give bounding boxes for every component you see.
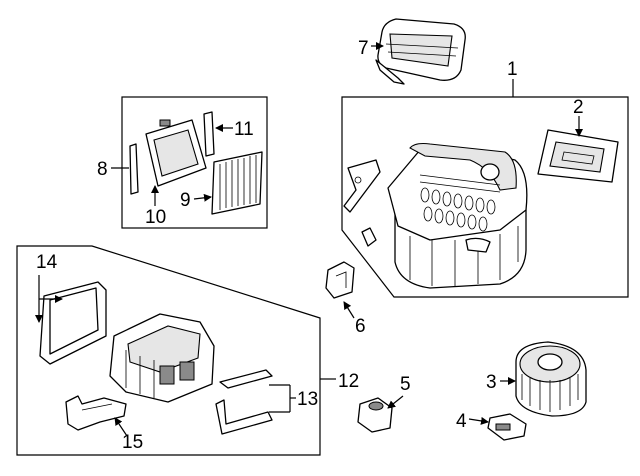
part-1-blower-case	[343, 142, 528, 289]
part-13-gasket	[215, 369, 273, 435]
part-3-blower-motor	[515, 341, 587, 417]
blower-assembly-frame	[341, 96, 629, 298]
callout-7: 7	[358, 38, 369, 59]
heater-unit-frame	[16, 245, 321, 456]
part-5-actuator	[357, 397, 393, 433]
callout-6: 6	[355, 316, 366, 337]
callout-2: 2	[573, 97, 584, 118]
callout-9: 9	[180, 190, 191, 211]
callout-8: 8	[97, 159, 108, 180]
part-15-bracket	[65, 395, 127, 431]
part-9-filter-element	[211, 151, 263, 215]
callout-10: 10	[145, 207, 166, 228]
part-2-filter-cover	[537, 129, 619, 183]
leader-lines	[35, 42, 583, 437]
filter-kit-frame	[121, 96, 268, 229]
callout-4: 4	[456, 411, 467, 432]
part-14-gasket	[39, 281, 107, 365]
part-11-seal-strip	[203, 111, 215, 157]
part-6-bracket	[325, 261, 355, 299]
part-10-filter-frame	[145, 119, 207, 187]
callout-labels: 7 1 2 11 8 9 10 14 6 12 3 5 13 4 15	[36, 38, 584, 453]
callout-5: 5	[400, 374, 411, 395]
callout-1: 1	[507, 59, 518, 80]
callout-12: 12	[338, 371, 359, 392]
callout-3: 3	[486, 372, 497, 393]
callout-15: 15	[122, 432, 143, 453]
part-12-heater-case	[109, 313, 215, 403]
callout-14: 14	[36, 252, 58, 273]
callout-11: 11	[234, 119, 254, 140]
part-8-seal-strip	[129, 143, 139, 195]
callout-13: 13	[297, 389, 318, 410]
part-7-intake-duct	[375, 18, 466, 85]
part-4-resistor	[487, 413, 527, 441]
